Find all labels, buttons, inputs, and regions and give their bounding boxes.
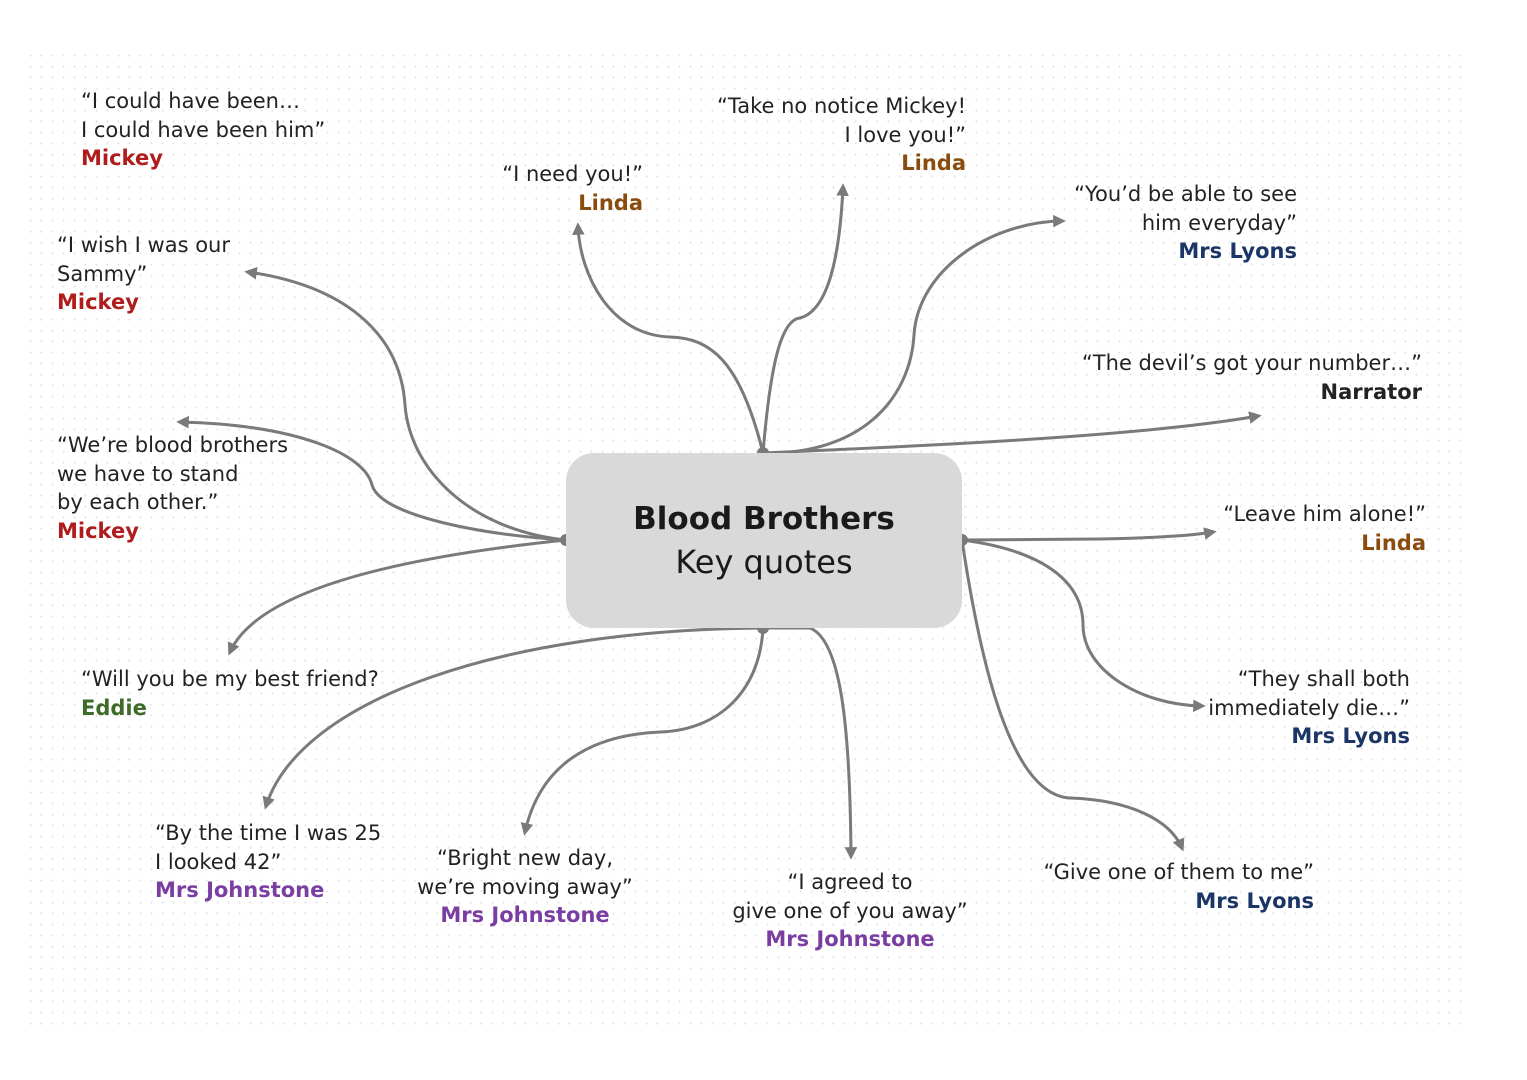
connector-agreed-give (761, 626, 858, 860)
speaker-name: Linda (578, 190, 643, 215)
quote-text: “Will you be my best friend? (81, 667, 379, 691)
quote-node: “Take no notice Mickey! I love you!” Lin… (686, 92, 966, 178)
quote-node: “I wish I was our Sammy” Mickey (57, 231, 230, 317)
connector-see-everyday (761, 214, 1066, 455)
quote-text: “The devil’s got your number…” (1081, 351, 1422, 375)
quote-text: “Bright new day, we’re moving away” (417, 846, 633, 899)
quote-node: “I need you!” Linda (483, 160, 643, 217)
connector-devils-number (761, 411, 1262, 455)
connector-both-die (960, 538, 1206, 713)
quote-text: “By the time I was 25 I looked 42” (155, 821, 382, 874)
quote-text: “You’d be able to see him everyday” (1074, 182, 1297, 235)
quote-text: “I agreed to give one of you away” (732, 870, 968, 923)
speaker-name: Linda (1361, 530, 1426, 555)
quote-node: “They shall both immediately die…” Mrs L… (1160, 665, 1410, 751)
quote-node: “I agreed to give one of you away” Mrs J… (725, 868, 975, 954)
quote-text: “Leave him alone!” (1223, 502, 1426, 526)
central-title: Blood Brothers (633, 500, 895, 537)
connector-wish-sammy (244, 266, 568, 542)
speaker-name: Mrs Lyons (1195, 888, 1314, 913)
speaker-name: Mrs Johnstone (155, 878, 325, 902)
speaker-name: Mickey (81, 146, 163, 170)
quote-node: “The devil’s got your number…” Narrator (1062, 349, 1422, 406)
connector-take-no-notice (761, 183, 849, 455)
speaker-name: Linda (901, 151, 966, 175)
quote-node: “You’d be able to see him everyday” Mrs … (1016, 180, 1297, 266)
quote-node: “Leave him alone!” Linda (1186, 500, 1426, 557)
quote-text: “I wish I was our Sammy” (57, 233, 231, 286)
connector-leave-alone (960, 527, 1217, 542)
speaker-name: Mrs Lyons (1291, 724, 1410, 748)
quote-text: “I need you!” (502, 162, 643, 186)
quote-node: “I could have been… I could have been hi… (81, 87, 325, 173)
quote-text: “Give one of them to me” (1043, 860, 1314, 884)
quote-text: “Take no notice Mickey! I love you!” (717, 94, 966, 147)
quote-node: “Will you be my best friend? Eddie (81, 665, 379, 722)
speaker-name: Mrs Johnstone (765, 927, 935, 951)
central-topic: Blood Brothers Key quotes (566, 453, 962, 628)
quote-node: “Bright new day, we’re moving away” Mrs … (415, 844, 635, 930)
speaker-name: Mickey (57, 518, 139, 543)
quote-node: “Give one of them to me” Mrs Lyons (1014, 858, 1314, 915)
central-subtitle: Key quotes (675, 542, 853, 581)
connector-time-25 (262, 626, 765, 810)
connector-bright-new-day (520, 626, 765, 836)
speaker-name: Mrs Lyons (1178, 239, 1297, 263)
connector-give-one (960, 538, 1185, 852)
connector-blood-brothers (176, 415, 568, 542)
quote-text: “They shall both immediately die…” (1208, 667, 1410, 720)
speaker-name: Narrator (1320, 379, 1422, 404)
speaker-name: Eddie (81, 695, 147, 720)
speaker-name: Mickey (57, 290, 139, 314)
quote-node: “By the time I was 25 I looked 42” Mrs J… (155, 819, 381, 905)
quote-node: “We’re blood brothers we have to stand b… (57, 431, 288, 545)
connector-need-you (572, 222, 765, 455)
quote-text: “I could have been… I could have been hi… (81, 89, 326, 142)
speaker-name: Mrs Johnstone (440, 903, 610, 927)
connector-best-friend (227, 538, 568, 656)
quote-text: “We’re blood brothers we have to stand b… (57, 433, 289, 514)
